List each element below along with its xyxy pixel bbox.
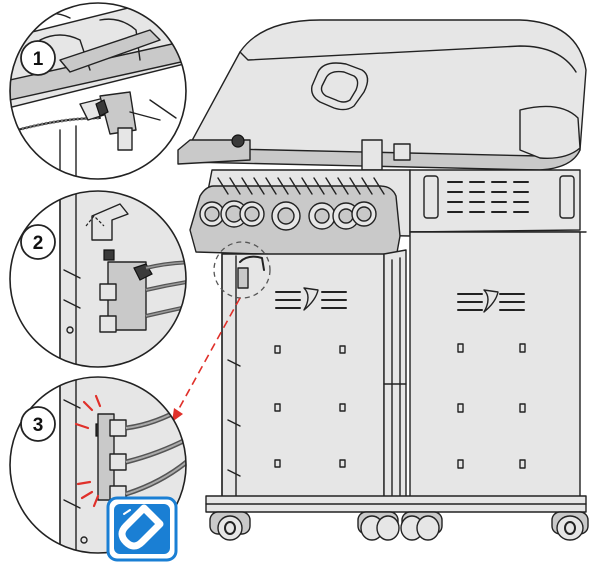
detail-highlight-circle — [213, 241, 271, 299]
knob — [239, 201, 265, 227]
detail-view-2: 2 — [9, 190, 187, 368]
door-emblem-right — [457, 289, 525, 313]
cart-cabinet — [221, 231, 581, 501]
ignition-module-location — [213, 241, 271, 299]
detail-view-1: 1 — [9, 2, 187, 180]
knob — [271, 201, 301, 231]
magnet-icon — [118, 504, 164, 550]
knob — [220, 200, 248, 228]
step-badge-1 — [20, 40, 56, 76]
vent-slots — [217, 177, 385, 195]
step-number-2: 2 — [33, 233, 44, 254]
step-number-1: 1 — [33, 49, 44, 70]
casters — [209, 511, 589, 541]
caster-wheel — [357, 511, 400, 541]
knob — [351, 201, 377, 227]
side-vent-slots — [447, 181, 529, 213]
lid-emblem — [310, 62, 369, 111]
door-emblem-left — [275, 287, 347, 311]
callout-arrow — [172, 297, 241, 422]
panel-holes — [274, 343, 526, 469]
caster-wheel — [400, 511, 443, 541]
magnet-badge — [106, 496, 178, 562]
cart-base — [205, 495, 587, 513]
step-badge-2 — [20, 224, 56, 260]
control-panel — [189, 169, 411, 259]
knob — [308, 202, 336, 230]
knob — [199, 201, 225, 227]
step-badge-3 — [20, 406, 56, 442]
grill-illustration — [177, 19, 589, 541]
step-number-3: 3 — [33, 415, 44, 436]
caster-wheel — [209, 511, 251, 541]
burner-knobs — [199, 200, 377, 231]
snap-indicator-lines — [74, 394, 102, 508]
caster-wheel — [551, 511, 589, 541]
grill-lid — [177, 19, 587, 171]
